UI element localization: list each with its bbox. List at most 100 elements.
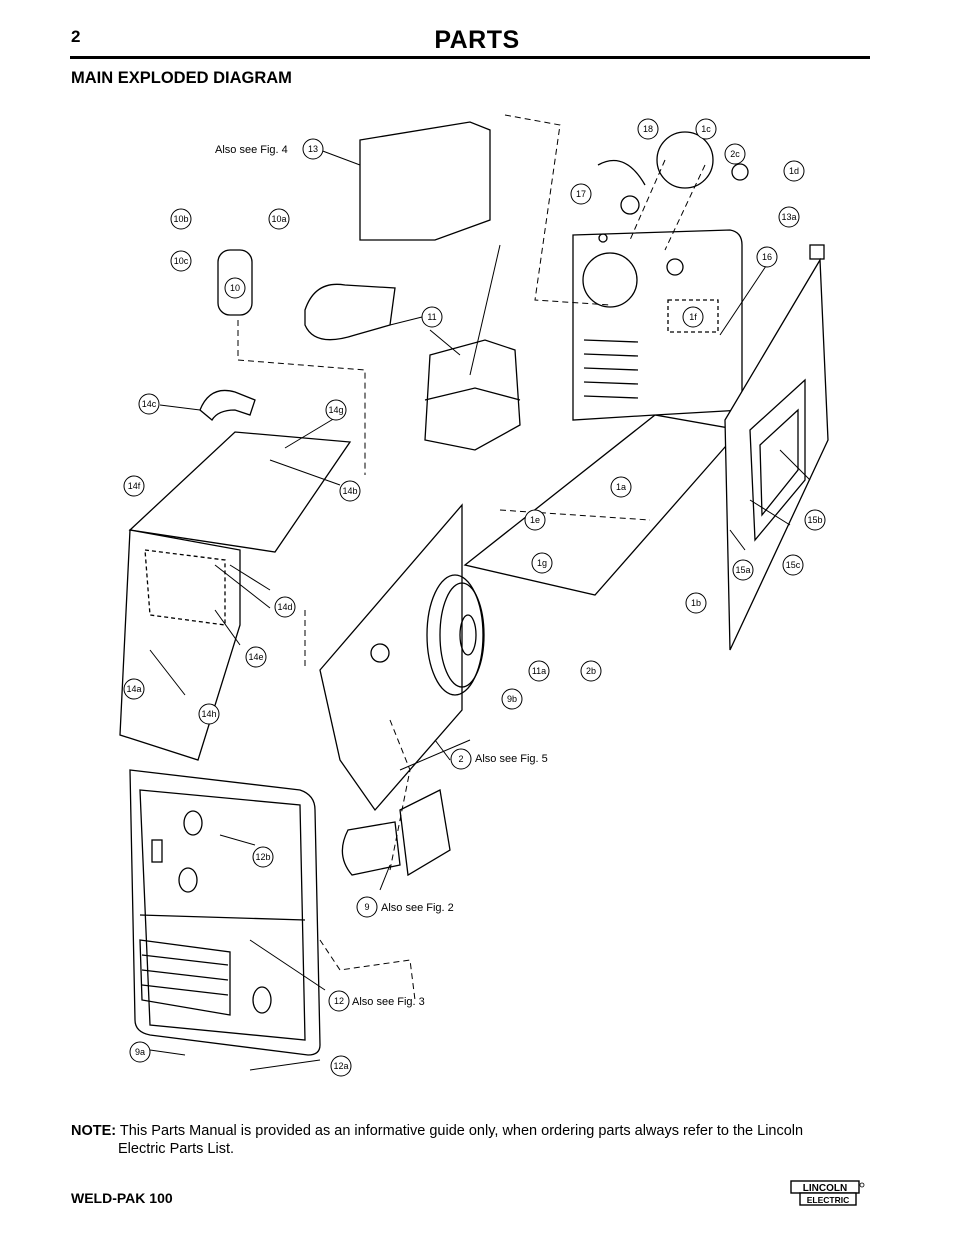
callout-14e: 14e [245,646,267,668]
callout-9: 9 [356,896,378,918]
note-line1: This Parts Manual is provided as an info… [119,1123,804,1139]
callout-1a: 1a [610,476,632,498]
callout-14c: 14c [138,393,160,415]
callout-1g: 1g [531,552,553,574]
callout-10a: 10a [268,208,290,230]
exploded-diagram: 13 18 1c 2c 1d 17 13a 10b 10a 10c 10 16 … [119,114,829,1077]
callout-13: 13 [302,138,324,160]
callout-11: 11 [421,306,443,328]
top-cover [128,431,352,553]
svg-text:15c: 15c [786,560,801,570]
title-rule [70,56,870,59]
svg-text:14f: 14f [128,481,141,491]
wire-spool [426,574,484,696]
callout-1e: 1e [524,509,546,531]
svg-text:2b: 2b [586,666,596,676]
svg-text:14h: 14h [201,709,216,719]
svg-text:1d: 1d [789,166,799,176]
also-see-fig3: Also see Fig. 3 [352,996,425,1008]
callout-14a: 14a [123,678,145,700]
note: NOTE: This Parts Manual is provided as a… [71,1122,871,1158]
right-side-panel [724,257,829,651]
callout-15b: 15b [804,509,826,531]
callout-14g: 14g [325,399,347,421]
svg-text:1g: 1g [537,558,547,568]
svg-text:14d: 14d [277,602,292,612]
callout-17: 17 [570,183,592,205]
callout-14d: 14d [274,596,296,618]
svg-text:14a: 14a [126,684,141,694]
transformer [424,339,521,451]
reactor [359,121,491,241]
callout-10b: 10b [170,208,192,230]
base-panel [463,414,742,596]
svg-text:17: 17 [576,189,586,199]
gearbox [399,789,451,877]
callout-16: 16 [756,246,778,268]
callout-14h: 14h [198,703,220,725]
callout-10c: 10c [170,250,192,272]
svg-text:15b: 15b [807,515,822,525]
callout-1c: 1c [695,118,717,140]
svg-text:10a: 10a [271,214,286,224]
callout-2b: 2b [580,660,602,682]
svg-text:9b: 9b [507,694,517,704]
also-see-fig5: Also see Fig. 5 [475,753,548,765]
section-title: MAIN EXPLODED DIAGRAM [71,69,292,87]
svg-text:9a: 9a [135,1047,145,1057]
svg-text:1f: 1f [689,312,697,322]
callout-12: 12 [328,990,350,1012]
svg-text:ELECTRIC: ELECTRIC [807,1195,850,1205]
callout-12b: 12b [252,846,274,868]
svg-text:12b: 12b [255,852,270,862]
drive-motor [341,821,401,876]
svg-text:10: 10 [230,283,240,293]
shelf [304,283,396,341]
rear-panel [572,229,743,421]
callout-9b: 9b [501,688,523,710]
callout-11a: 11a [528,660,550,682]
page-number: 2 [71,27,81,46]
svg-text:1b: 1b [691,598,701,608]
callout-18: 18 [637,118,659,140]
svg-text:13a: 13a [781,212,796,222]
callout-14b: 14b [339,480,361,502]
callout-15a: 15a [732,559,754,581]
svg-text:16: 16 [762,252,772,262]
svg-text:10b: 10b [173,214,188,224]
svg-text:14c: 14c [142,399,157,409]
svg-text:11a: 11a [532,666,546,676]
svg-text:15a: 15a [735,565,750,575]
rear-fan-opening [582,252,638,308]
front-panel [129,769,321,1056]
svg-text:10c: 10c [174,256,189,266]
callout-1b: 1b [685,592,707,614]
svg-text:12a: 12a [333,1061,348,1071]
svg-text:12: 12 [334,996,344,1006]
svg-text:LINCOLN: LINCOLN [803,1183,847,1194]
svg-text:1c: 1c [701,124,711,134]
callout-13a: 13a [778,206,800,228]
svg-text:14g: 14g [328,405,343,415]
divider-plate [319,503,463,812]
callout-1d: 1d [783,160,805,182]
page-title: PARTS [434,26,520,54]
callout-1f: 1f [682,306,704,328]
svg-text:11: 11 [427,312,436,322]
lincoln-electric-logo: LINCOLN ELECTRIC [790,1180,865,1206]
callout-10: 10 [224,277,246,299]
svg-text:18: 18 [643,124,653,134]
svg-text:9: 9 [364,902,369,912]
svg-text:2c: 2c [730,149,740,159]
left-side-panel [119,529,241,761]
note-label: NOTE: [71,1123,117,1139]
callout-2: 2 [450,748,472,770]
footer-model: WELD-PAK 100 [71,1190,173,1206]
svg-text:2: 2 [458,754,463,764]
fan-assembly [656,131,714,189]
note-line2: Electric Parts List. [118,1141,235,1157]
callout-2c: 2c [724,143,746,165]
svg-text:14e: 14e [248,652,263,662]
handle [199,389,256,421]
svg-text:1a: 1a [616,482,626,492]
